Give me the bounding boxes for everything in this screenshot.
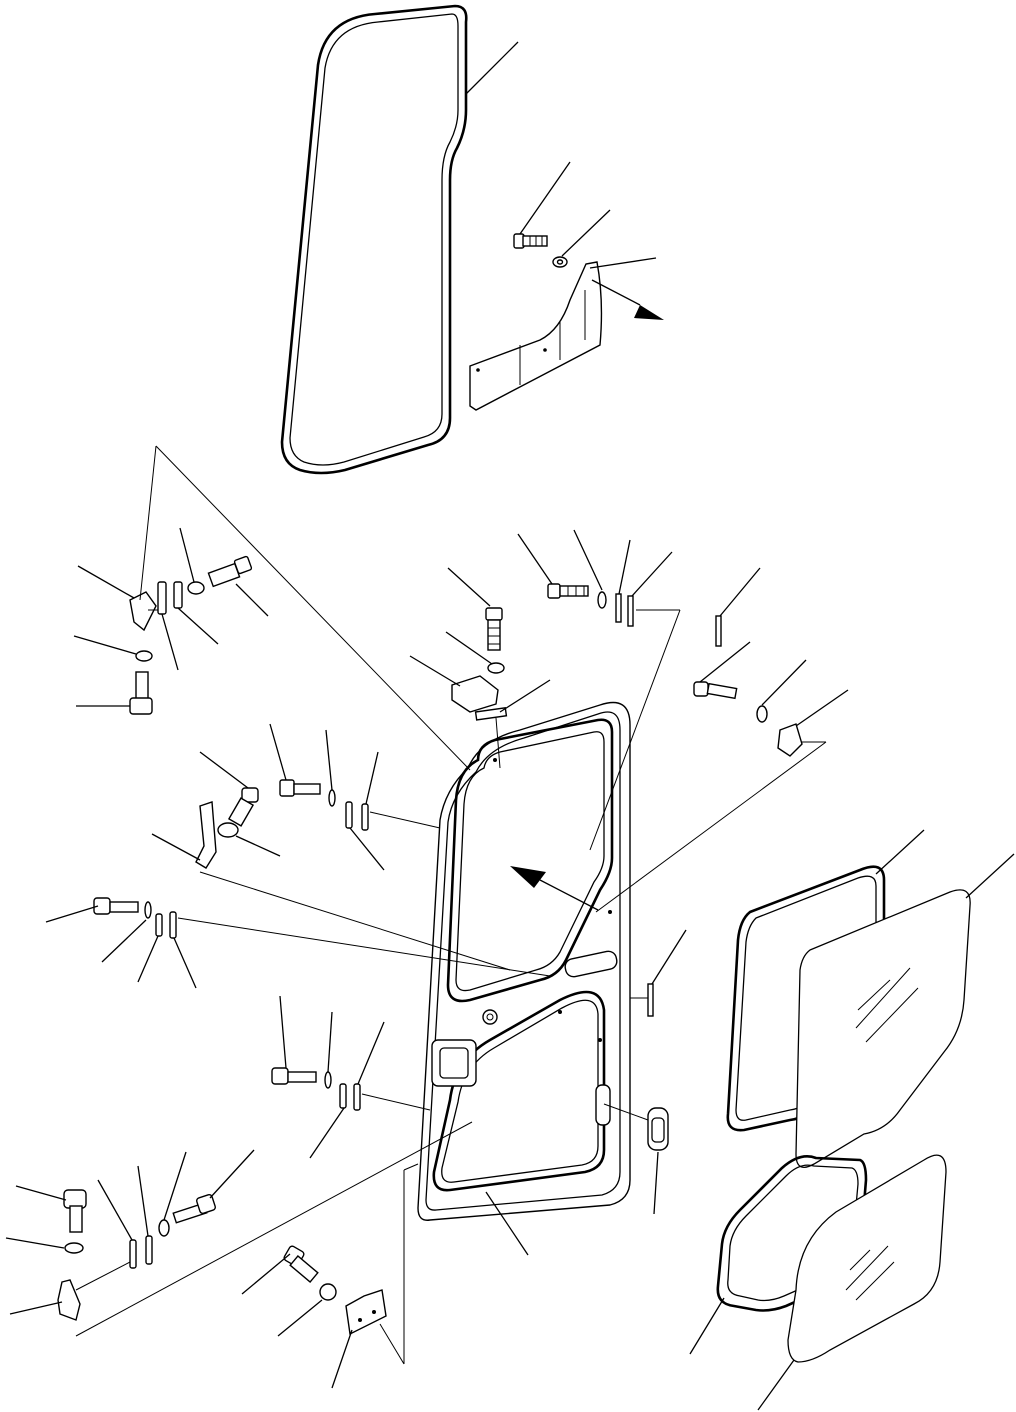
bolt-left-upper-v <box>76 671 153 715</box>
shim-left-lower <box>309 1021 431 1159</box>
bracket-right-upper <box>595 689 849 913</box>
washer-top-center <box>445 631 505 674</box>
bolt-left-lower <box>271 995 317 1085</box>
bracket-bottom-left <box>9 1121 473 1337</box>
washer-bottom-left <box>5 1237 84 1254</box>
upper-trim-panel <box>469 257 664 411</box>
leader-left-top <box>155 445 471 771</box>
bolt-bottom-left-h <box>172 1149 255 1224</box>
door-frame <box>417 701 631 1256</box>
leader-left-top-2 <box>139 445 157 601</box>
direction-arrow-door <box>510 866 599 911</box>
glass-pane-lower-right <box>757 1154 947 1411</box>
washer-left-low-mid <box>101 901 152 963</box>
washer-upper-1 <box>552 209 611 268</box>
washer-left-mid-2 <box>217 822 281 857</box>
shim-right-upper <box>715 567 761 647</box>
glass-pane-upper-right <box>795 853 1015 1168</box>
shim-top-right-1 <box>589 539 681 851</box>
bracket-bottom-center <box>331 1163 419 1389</box>
washer-left-mid <box>325 729 336 807</box>
bolt-top-center <box>447 567 503 651</box>
bolt-left-mid-b <box>269 723 321 797</box>
bolt-upper-1 <box>513 161 571 249</box>
hinge-top-center <box>409 655 551 769</box>
bolt-left-upper-h <box>179 527 269 617</box>
shim-left-mid <box>345 751 441 871</box>
bolt-left-mid-a <box>199 751 259 827</box>
shim-bottom-left <box>97 1165 153 1269</box>
bolt-bottom-center <box>241 1245 319 1295</box>
latch-striker <box>603 1103 669 1215</box>
washer-top-right-1 <box>573 529 607 609</box>
bolt-right-upper <box>693 641 751 700</box>
washer-right-upper <box>756 659 807 723</box>
shim-left-low-mid <box>137 911 551 989</box>
bolt-left-low-mid <box>45 897 139 923</box>
washer-bottom-center <box>277 1283 337 1337</box>
bracket-left-mid <box>151 801 511 971</box>
bolt-top-right-1 <box>517 533 589 599</box>
hinge-left-upper <box>77 565 219 671</box>
window-seal-top <box>280 4 519 475</box>
washer-left-lower <box>324 1011 333 1089</box>
washer-left-upper <box>73 635 153 662</box>
shim-right-mid <box>630 929 687 1017</box>
bolt-bottom-left-v <box>15 1185 87 1233</box>
washer-bottom-left-2 <box>158 1151 187 1237</box>
